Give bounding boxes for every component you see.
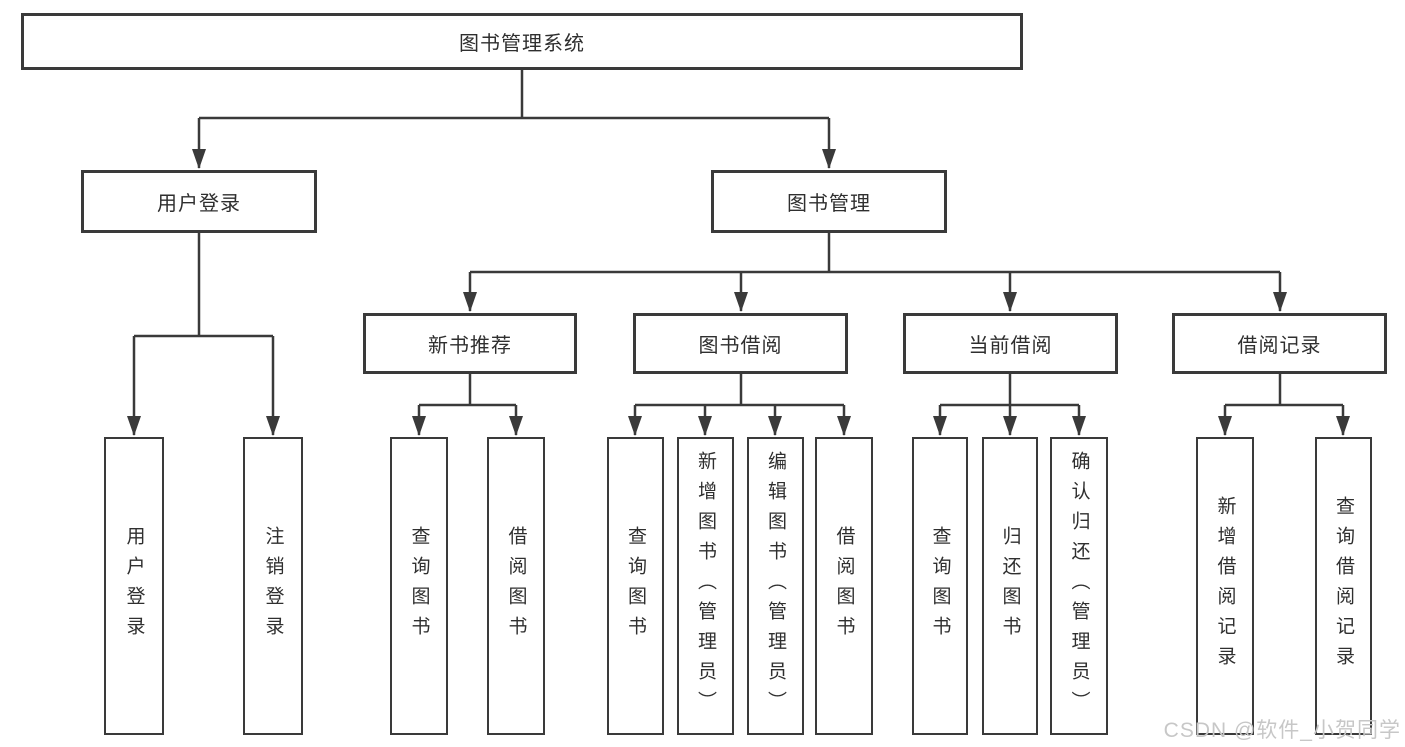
connector-root-to-level2 (192, 70, 836, 169)
leaf-query-books-recommend: 查询图书 (390, 437, 448, 735)
node-root: 图书管理系统 (21, 13, 1023, 70)
leaf-borrow-books-borrowing: 借阅图书 (815, 437, 873, 735)
node-borrowing-records-label: 借阅记录 (1237, 335, 1322, 357)
leaf-query-books-borrowing-label: 查询图书 (625, 526, 646, 646)
leaf-query-books-current-label: 查询图书 (929, 526, 951, 646)
leaf-borrow-books-recommend: 借阅图书 (487, 437, 545, 735)
connector-borrowing-records-to-leaves (1218, 374, 1350, 436)
leaf-return-book-label: 归还图书 (999, 526, 1021, 646)
connector-new-book-recommendation-to-leaves (412, 374, 523, 436)
node-new-book-recommendation: 新书推荐 (363, 313, 577, 374)
leaf-query-books-current: 查询图书 (912, 437, 968, 735)
csdn-watermark: CSDN @软件_小贺同学 (1163, 719, 1401, 742)
connector-book-borrowing-to-leaves (628, 374, 851, 436)
node-current-borrowing-label: 当前借阅 (968, 335, 1053, 357)
leaf-add-book-admin-label: 新增图书（管理员） (695, 451, 716, 721)
node-user-login-label: 用户登录 (157, 193, 241, 215)
leaf-edit-book-admin-label: 编辑图书（管理员） (765, 451, 786, 721)
leaf-logout-label: 注销登录 (262, 526, 284, 646)
node-borrowing-records: 借阅记录 (1172, 313, 1387, 374)
node-book-management-label: 图书管理 (787, 193, 871, 215)
leaf-query-books-recommend-label: 查询图书 (408, 526, 430, 646)
leaf-user-login-label: 用户登录 (123, 526, 145, 646)
leaf-add-borrow-record-label: 新增借阅记录 (1214, 496, 1236, 676)
node-root-label: 图书管理系统 (459, 33, 585, 55)
leaf-borrow-books-borrowing-label: 借阅图书 (833, 526, 855, 646)
leaf-edit-book-admin: 编辑图书（管理员） (747, 437, 804, 735)
connector-book-management-to-level3 (463, 233, 1287, 312)
connector-user-login-to-leaves (127, 233, 280, 436)
leaf-logout: 注销登录 (243, 437, 303, 735)
leaf-query-borrow-record-label: 查询借阅记录 (1333, 496, 1354, 676)
leaf-query-borrow-record: 查询借阅记录 (1315, 437, 1372, 735)
leaf-confirm-return-admin-label: 确认归还（管理员） (1068, 451, 1090, 721)
node-user-login: 用户登录 (81, 170, 317, 233)
node-current-borrowing: 当前借阅 (903, 313, 1118, 374)
leaf-add-book-admin: 新增图书（管理员） (677, 437, 734, 735)
leaf-query-books-borrowing: 查询图书 (607, 437, 664, 735)
node-book-borrowing-label: 图书借阅 (698, 335, 783, 357)
leaf-borrow-books-recommend-label: 借阅图书 (505, 526, 527, 646)
node-new-book-recommendation-label: 新书推荐 (428, 335, 512, 357)
leaf-user-login: 用户登录 (104, 437, 164, 735)
leaf-return-book: 归还图书 (982, 437, 1038, 735)
node-book-management: 图书管理 (711, 170, 947, 233)
node-book-borrowing: 图书借阅 (633, 313, 848, 374)
connector-current-borrowing-to-leaves (933, 374, 1086, 436)
leaf-add-borrow-record: 新增借阅记录 (1196, 437, 1254, 735)
leaf-confirm-return-admin: 确认归还（管理员） (1050, 437, 1108, 735)
